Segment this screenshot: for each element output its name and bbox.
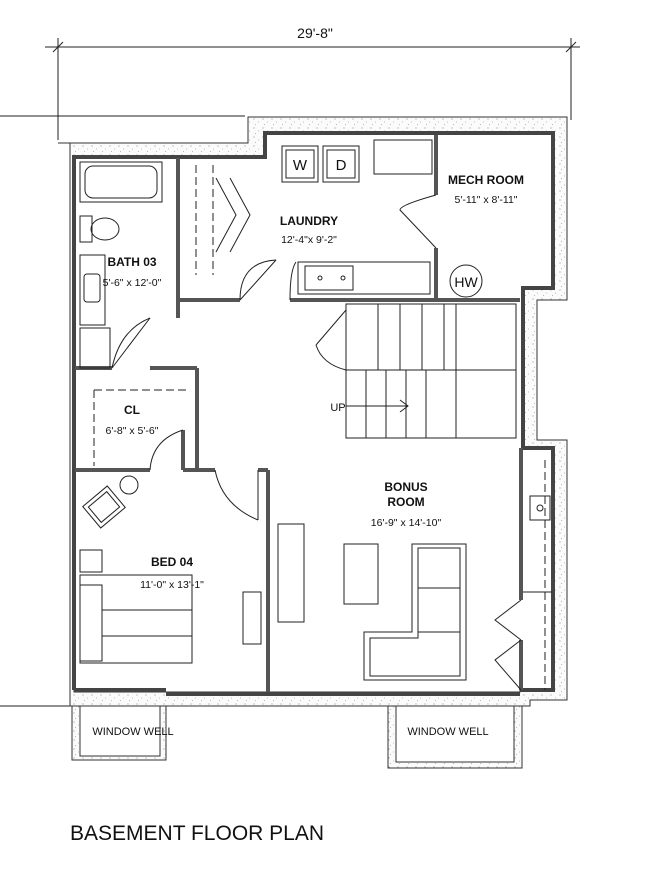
bed-size: 11'-0" x 13'-1" bbox=[140, 579, 204, 591]
window-well-left-label: WINDOW WELL bbox=[92, 726, 173, 738]
exterior-walls bbox=[72, 131, 555, 696]
bath-name: BATH 03 bbox=[107, 255, 156, 269]
laundry-size: 12'-4"x 9'-2" bbox=[281, 234, 337, 246]
bonus-name: BONUS bbox=[384, 480, 427, 494]
water-heater-label: HW bbox=[454, 274, 478, 290]
interior-walls bbox=[75, 135, 523, 692]
mech-size: 5'-11" x 8'-11" bbox=[454, 194, 517, 206]
window-well-right bbox=[387, 705, 523, 769]
washer-label: W bbox=[293, 157, 308, 174]
stair-up-label: UP bbox=[330, 402, 345, 414]
overall-dimension bbox=[0, 38, 580, 707]
bath-size: 5'-6" x 12'-0" bbox=[103, 277, 162, 289]
overall-width-label: 29'-8" bbox=[297, 25, 333, 41]
window-well-left bbox=[71, 705, 167, 761]
window-well-right-label: WINDOW WELL bbox=[407, 726, 488, 738]
fixtures bbox=[79, 139, 552, 691]
mech-name: MECH ROOM bbox=[448, 173, 524, 187]
bed-name: BED 04 bbox=[151, 555, 193, 569]
laundry-name: LAUNDRY bbox=[280, 214, 338, 228]
bonus-size: 16'-9" x 14'-10" bbox=[371, 517, 442, 529]
closet-size: 6'-8" x 5'-6" bbox=[106, 425, 159, 437]
closet-name: CL bbox=[124, 403, 140, 417]
dryer-label: D bbox=[336, 157, 347, 174]
plan-title: BASEMENT FLOOR PLAN bbox=[70, 822, 324, 845]
bonus-name-2: ROOM bbox=[387, 495, 424, 509]
